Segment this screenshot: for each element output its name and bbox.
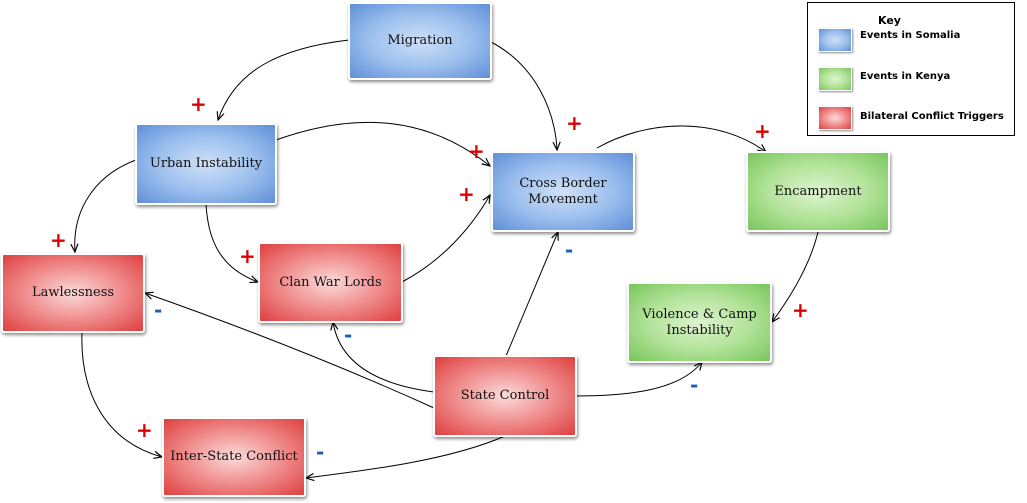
edge-sign: -: [316, 440, 325, 464]
node-clan-war-lords: Clan War Lords: [258, 242, 403, 323]
edge-clan-war-lords-cross-border-movement: [401, 195, 490, 283]
legend-title: Key: [878, 14, 901, 27]
legend-label-somalia: Events in Somalia: [860, 30, 961, 41]
legend-swatch-conflict: [818, 106, 852, 130]
edge-sign: +: [566, 111, 583, 135]
edge-state-control-inter-state-conflict: [306, 435, 506, 478]
edge-sign: +: [190, 92, 207, 116]
node-label: Clan War Lords: [279, 274, 382, 290]
edge-urban-instability-cross-border-movement: [275, 121, 490, 166]
edge-sign: +: [458, 182, 475, 206]
edge-sign: +: [754, 119, 771, 143]
edge-sign: +: [136, 418, 153, 442]
node-label: Cross Border Movement: [519, 175, 607, 207]
edge-migration-cross-border-movement: [490, 41, 557, 150]
edge-sign: -: [565, 238, 574, 262]
edge-encampment-violence-camp-instability: [772, 231, 819, 322]
node-violence-camp-instability: Violence & Camp Instability: [627, 282, 772, 363]
node-state-control: State Control: [433, 355, 577, 437]
node-cross-border-movement: Cross Border Movement: [491, 151, 635, 232]
edge-sign: +: [239, 244, 256, 268]
legend-swatch-somalia: [818, 28, 852, 52]
edge-sign: -: [154, 298, 163, 322]
edge-urban-instability-lawlessness: [75, 159, 137, 252]
edge-sign: +: [792, 298, 809, 322]
edge-state-control-cross-border-movement: [505, 232, 558, 357]
node-label: Encampment: [774, 183, 862, 199]
edge-state-control-clan-war-lords: [333, 322, 435, 393]
legend: Key Events in Somalia Events in Kenya Bi…: [807, 2, 1015, 136]
edge-cross-border-movement-encampment: [596, 125, 766, 152]
node-label: State Control: [460, 388, 550, 403]
node-migration: Migration: [348, 2, 492, 80]
legend-label-kenya: Events in Kenya: [860, 71, 951, 82]
edge-state-control-lawlessness: [145, 293, 435, 409]
node-label: Lawlessness: [31, 285, 115, 300]
legend-swatch-kenya: [818, 67, 852, 91]
legend-label-conflict: Bilateral Conflict Triggers: [860, 111, 1004, 122]
node-label: Violence & Camp Instability: [642, 306, 757, 338]
node-lawlessness: Lawlessness: [1, 253, 145, 333]
node-urban-instability: Urban Instability: [135, 123, 277, 205]
node-label: Migration: [387, 33, 453, 48]
edge-lawlessness-inter-state-conflict: [81, 331, 162, 457]
edge-sign: +: [468, 139, 485, 163]
edge-migration-urban-instability: [218, 39, 350, 120]
node-label: Inter-State Conflict: [170, 449, 298, 464]
edge-sign: -: [690, 373, 699, 397]
edge-urban-instability-clan-war-lords: [205, 203, 258, 282]
edge-sign: -: [344, 323, 353, 347]
node-label: Urban Instability: [149, 156, 263, 171]
node-inter-state-conflict: Inter-State Conflict: [162, 417, 306, 497]
edge-state-control-violence-camp-instability: [575, 362, 702, 397]
node-encampment: Encampment: [746, 151, 890, 232]
edge-sign: +: [50, 228, 67, 252]
